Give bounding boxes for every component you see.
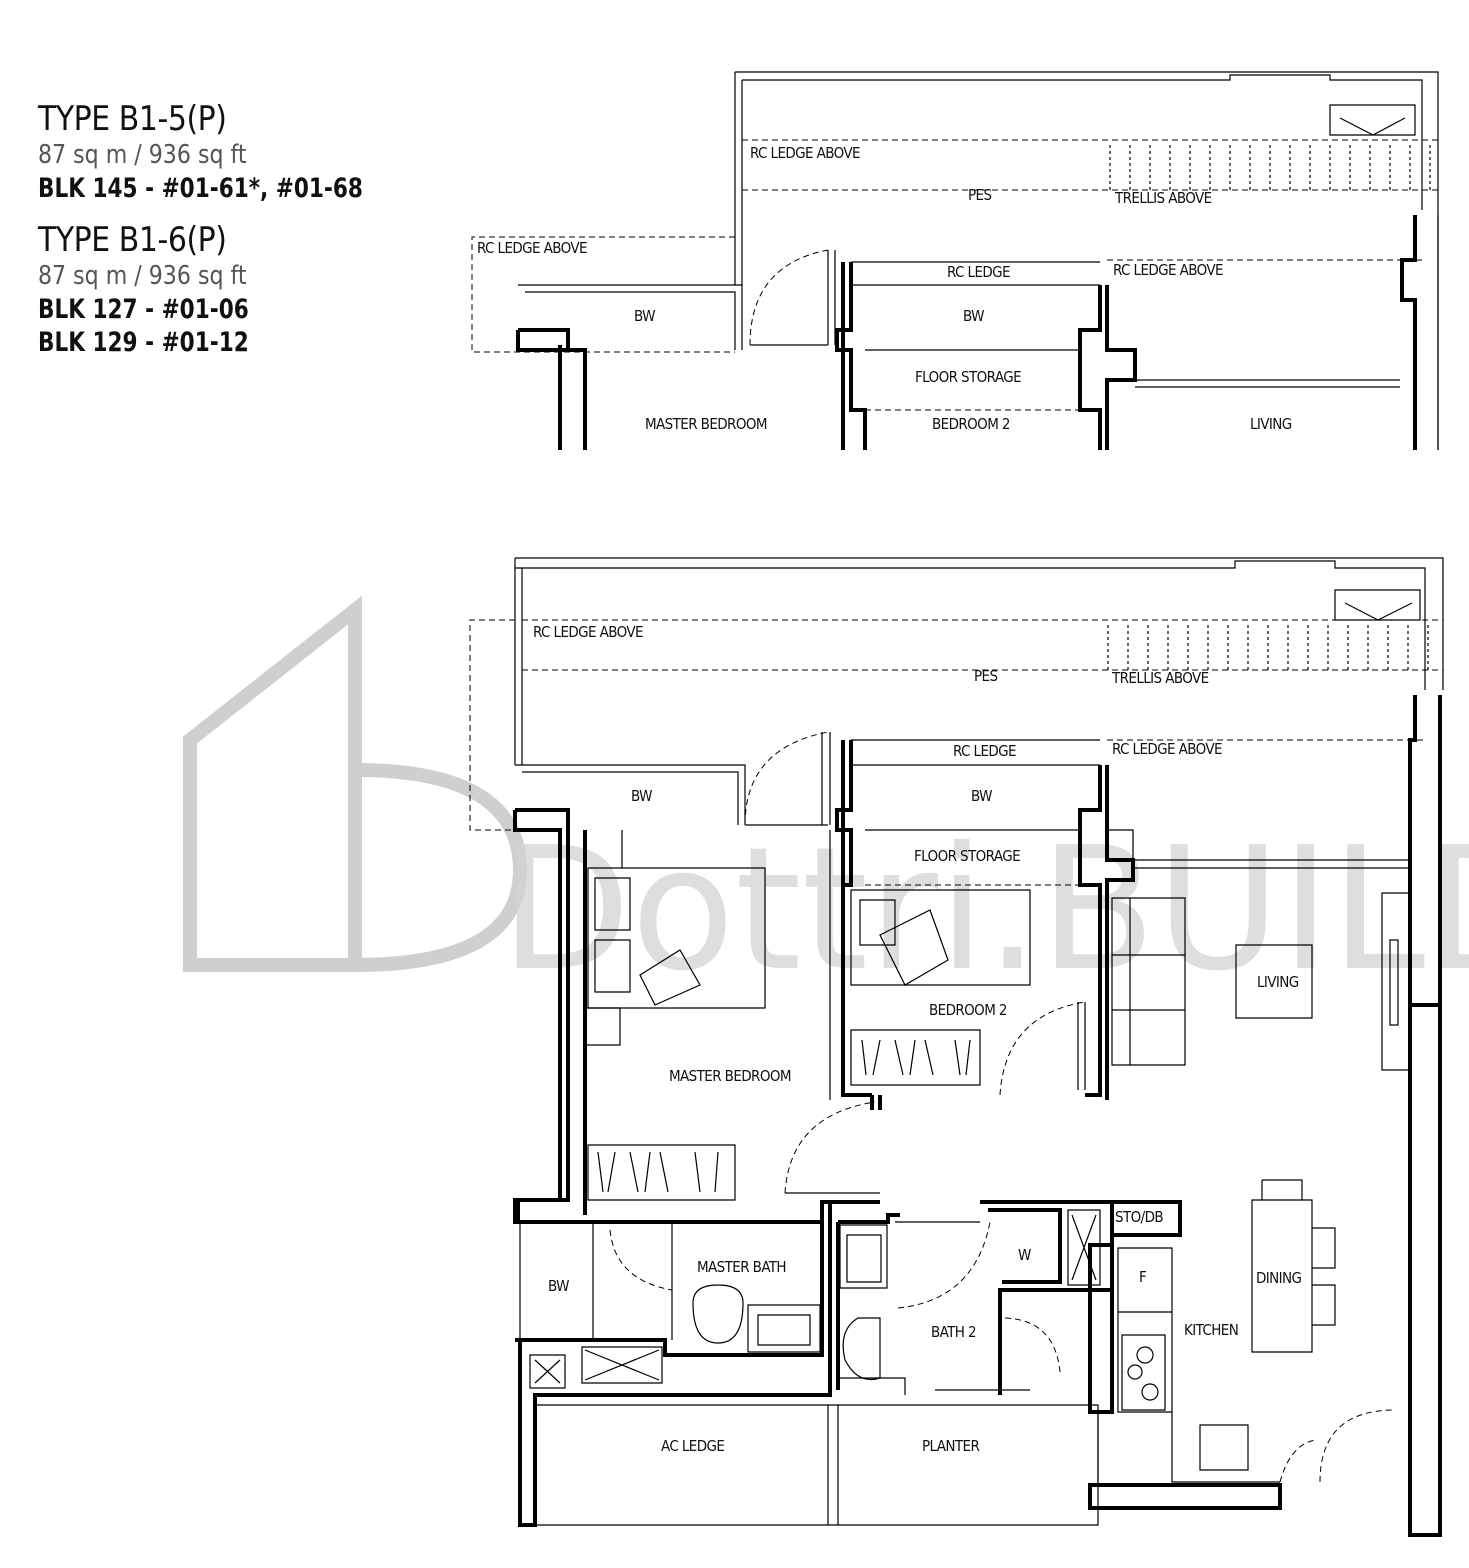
label-pes: PES xyxy=(974,667,997,685)
unit-group-b1-6: TYPE B1-6(P) 87 sq m / 936 sq ft BLK 127… xyxy=(38,221,458,359)
label-f: F xyxy=(1139,1268,1146,1286)
unit-area: 87 sq m / 936 sq ft xyxy=(38,140,247,171)
label-living: LIVING xyxy=(1250,415,1292,433)
label-living: LIVING xyxy=(1257,973,1299,991)
master-wardrobe xyxy=(587,1144,736,1201)
unit-block: BLK 127 - #01-06 xyxy=(38,294,249,326)
label-bw: BW xyxy=(634,307,655,325)
label-pes: PES xyxy=(968,186,991,204)
label-bw: BW xyxy=(971,787,992,805)
label-bw: BW xyxy=(963,307,984,325)
label-rc-ledge-above: RC LEDGE ABOVE xyxy=(1113,261,1223,279)
unit-block: BLK 129 - #01-12 xyxy=(38,326,249,358)
label-sto-db: STO/DB xyxy=(1115,1208,1163,1226)
label-rc-ledge: RC LEDGE xyxy=(947,263,1010,281)
label-rc-ledge-above: RC LEDGE ABOVE xyxy=(750,144,860,162)
label-ac-ledge: AC LEDGE xyxy=(661,1437,724,1455)
master-bed xyxy=(585,830,831,1100)
unit-group-b1-5: TYPE B1-5(P) 87 sq m / 936 sq ft BLK 145… xyxy=(38,99,458,205)
watermark-logo: Dottri.BUILD xyxy=(183,595,1469,1009)
label-master-bath: MASTER BATH xyxy=(697,1258,786,1276)
unit-type-title: TYPE B1-5(P) xyxy=(38,99,227,139)
trellis-above xyxy=(742,139,1438,191)
label-bw: BW xyxy=(548,1277,569,1295)
unit-legend: TYPE B1-5(P) 87 sq m / 936 sq ft BLK 145… xyxy=(38,99,458,375)
full-floor-plan: RC LEDGE ABOVE PES TRELLIS ABOVE RC LEDG… xyxy=(469,557,1444,1537)
label-floor-storage: FLOOR STORAGE xyxy=(915,368,1021,386)
label-floor-storage: FLOOR STORAGE xyxy=(914,847,1020,865)
label-kitchen: KITCHEN xyxy=(1184,1321,1238,1339)
watermark-text: Dottri.BUILD xyxy=(500,811,1469,1009)
unit-block: BLK 145 - #01-61*, #01-68 xyxy=(38,172,363,204)
label-bath-2: BATH 2 xyxy=(931,1323,976,1341)
label-master-bedroom: MASTER BEDROOM xyxy=(669,1067,791,1085)
label-rc-ledge-above: RC LEDGE ABOVE xyxy=(477,239,587,257)
dining-table xyxy=(1251,1179,1336,1353)
unit-type-title: TYPE B1-6(P) xyxy=(38,220,227,261)
label-planter: PLANTER xyxy=(922,1437,979,1455)
label-trellis-above: TRELLIS ABOVE xyxy=(1114,189,1212,207)
label-bedroom-2: BEDROOM 2 xyxy=(929,1001,1007,1019)
label-rc-ledge-above: RC LEDGE ABOVE xyxy=(1112,740,1222,758)
bedroom-2-wardrobe xyxy=(850,1029,981,1086)
partial-floor-plan: RC LEDGE ABOVE PES TRELLIS ABOVE RC LEDG… xyxy=(471,71,1439,450)
unit-area: 87 sq m / 936 sq ft xyxy=(38,261,247,292)
label-w: W xyxy=(1018,1246,1031,1264)
label-master-bedroom: MASTER BEDROOM xyxy=(645,415,767,433)
label-rc-ledge-above: RC LEDGE ABOVE xyxy=(533,623,643,641)
label-bedroom-2: BEDROOM 2 xyxy=(932,415,1010,433)
label-rc-ledge: RC LEDGE xyxy=(953,742,1016,760)
bedroom-2-bed xyxy=(850,889,1031,986)
label-bw: BW xyxy=(631,787,652,805)
label-dining: DINING xyxy=(1256,1269,1302,1287)
label-trellis-above: TRELLIS ABOVE xyxy=(1111,669,1209,687)
